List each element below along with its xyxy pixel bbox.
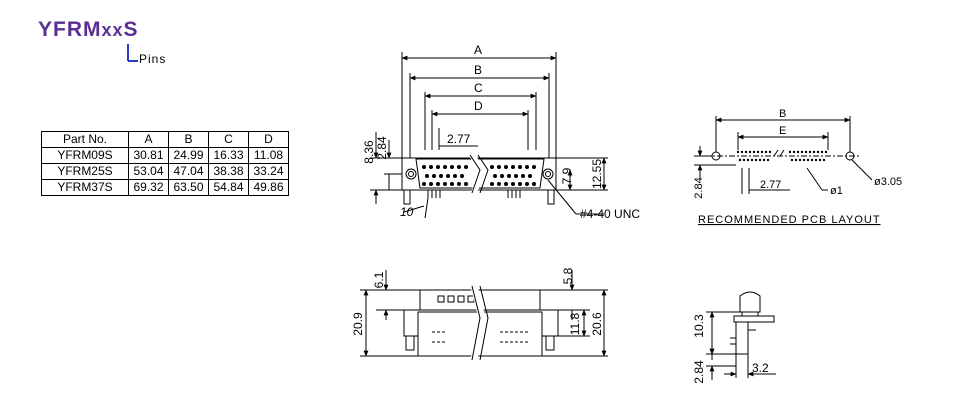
side-dim-32-label: 3.2: [752, 361, 769, 375]
side-dim-284-label: 2.84: [692, 360, 706, 384]
table-cell: 11.08: [248, 147, 289, 164]
table-header-cell: Part No.: [41, 131, 129, 148]
pcb-dim-b-label: B: [779, 108, 786, 120]
part-prefix: YFRM: [38, 18, 102, 41]
pcb-dia-305-label: ø3.05: [874, 176, 902, 188]
side-dim-103-label: 10.3: [692, 314, 706, 338]
top-dim-61-label: 6.1: [372, 271, 386, 288]
part-number-title: YFRMxxS: [38, 18, 139, 42]
pcb-layout-caption: RECOMMENDED PCB LAYOUT: [698, 214, 881, 226]
pcb-dim-277-label: 2.77: [760, 179, 781, 191]
part-xx: xx: [101, 20, 124, 40]
side-view: [706, 291, 776, 380]
dim-10-label: 10: [400, 205, 414, 219]
table-cell: YFRM25S: [41, 163, 129, 180]
dim-79-label: 7.9: [560, 167, 574, 184]
dim-b-label: B: [474, 63, 482, 77]
front-view: [370, 52, 608, 219]
table-cell: 63.50: [168, 179, 209, 196]
table-header-row: Part No. A B C D: [41, 131, 289, 148]
dim-pitch-label: 2.77: [447, 132, 471, 146]
table-cell: YFRM09S: [41, 147, 129, 164]
table-cell: 69.32: [128, 179, 169, 196]
table-cell: YFRM37S: [41, 179, 129, 196]
mount-hole-label: #4-40 UNC: [580, 207, 640, 221]
pcb-dia-1-label: ø1: [830, 185, 843, 197]
table-cell: 38.38: [208, 163, 249, 180]
pcb-layout-view: [694, 116, 873, 194]
table-row: YFRM37S 69.32 63.50 54.84 49.86: [41, 179, 289, 196]
table-row: YFRM25S 53.04 47.04 38.38 33.24: [41, 163, 289, 180]
dim-c-label: C: [474, 81, 483, 95]
top-dim-206-label: 20.6: [590, 312, 604, 336]
table-row: YFRM09S 30.81 24.99 16.33 11.08: [41, 147, 289, 164]
dimension-table: Part No. A B C D YFRM09S 30.81 24.99 16.…: [41, 131, 289, 196]
pcb-dim-e-label: E: [779, 125, 786, 137]
part-suffix: S: [123, 18, 139, 41]
table-cell: 33.24: [248, 163, 289, 180]
top-dim-118-label: 11.8: [568, 312, 582, 335]
dim-836-label: 8.36: [362, 140, 376, 164]
table-cell: 49.86: [248, 179, 289, 196]
dim-1255-label: 12.55: [590, 159, 604, 189]
front-view-pin-array: [422, 165, 536, 186]
table-cell: 47.04: [168, 163, 209, 180]
pins-bracket: [127, 44, 138, 62]
pins-label: Pins: [139, 52, 167, 66]
top-dim-58-label: 5.8: [561, 267, 575, 284]
pcb-hole-array: [736, 150, 828, 162]
table-cell: 54.84: [208, 179, 249, 196]
top-dim-209-label: 20.9: [351, 312, 365, 336]
pcb-dim-284-label: 2.84: [693, 177, 705, 198]
dim-a-label: A: [474, 43, 482, 57]
dim-284-label: 2.84: [375, 136, 389, 160]
dim-d-label: D: [474, 99, 483, 113]
top-view: [360, 270, 608, 361]
